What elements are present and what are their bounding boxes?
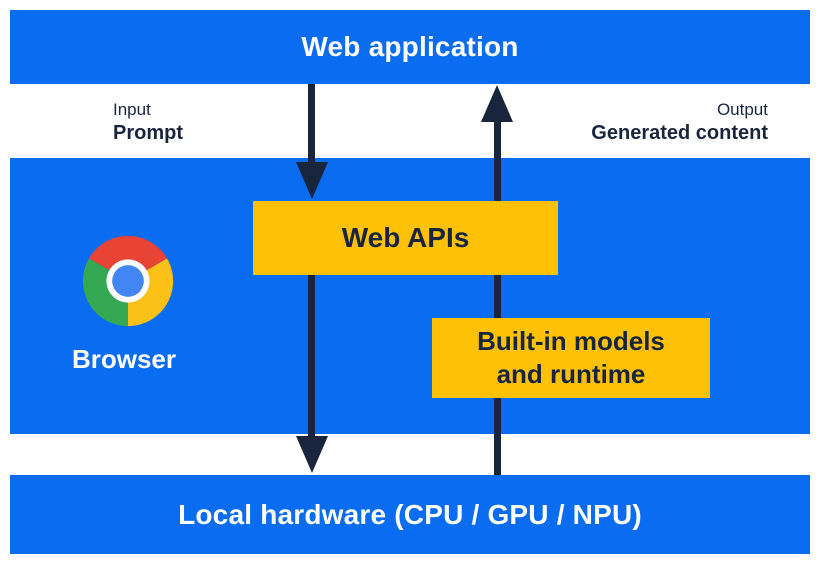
arrow-down-icon <box>296 436 328 473</box>
browser-label: Browser <box>71 344 177 374</box>
output-value-generated-content: Generated content <box>591 122 768 144</box>
output-label-block: Output Generated content <box>591 99 768 146</box>
local-hardware-label: Local hardware (CPU / GPU / NPU) <box>178 498 642 530</box>
input-title: Input <box>113 100 151 119</box>
builtin-models-label-line1: Built-in models <box>477 326 665 356</box>
arrow-down-line-upper <box>308 84 315 163</box>
input-value-prompt: Prompt <box>113 122 183 144</box>
arrow-up-icon <box>481 85 513 122</box>
arrow-down-line-lower <box>308 275 315 437</box>
web-application-label: Web application <box>301 31 519 62</box>
output-title: Output <box>716 100 768 119</box>
builtin-models-label-line2: and runtime <box>496 359 646 389</box>
input-label-block: Input Prompt <box>113 99 183 146</box>
builtin-models-box: Built-in models and runtime <box>432 318 710 398</box>
web-apis-box: Web APIs <box>253 201 558 275</box>
web-apis-label: Web APIs <box>341 222 470 253</box>
web-application-bar: Web application <box>10 10 810 84</box>
local-hardware-bar: Local hardware (CPU / GPU / NPU) <box>10 475 810 554</box>
arrow-up-line <box>494 120 501 475</box>
arrow-down-icon <box>296 162 328 199</box>
chrome-icon <box>82 235 174 327</box>
